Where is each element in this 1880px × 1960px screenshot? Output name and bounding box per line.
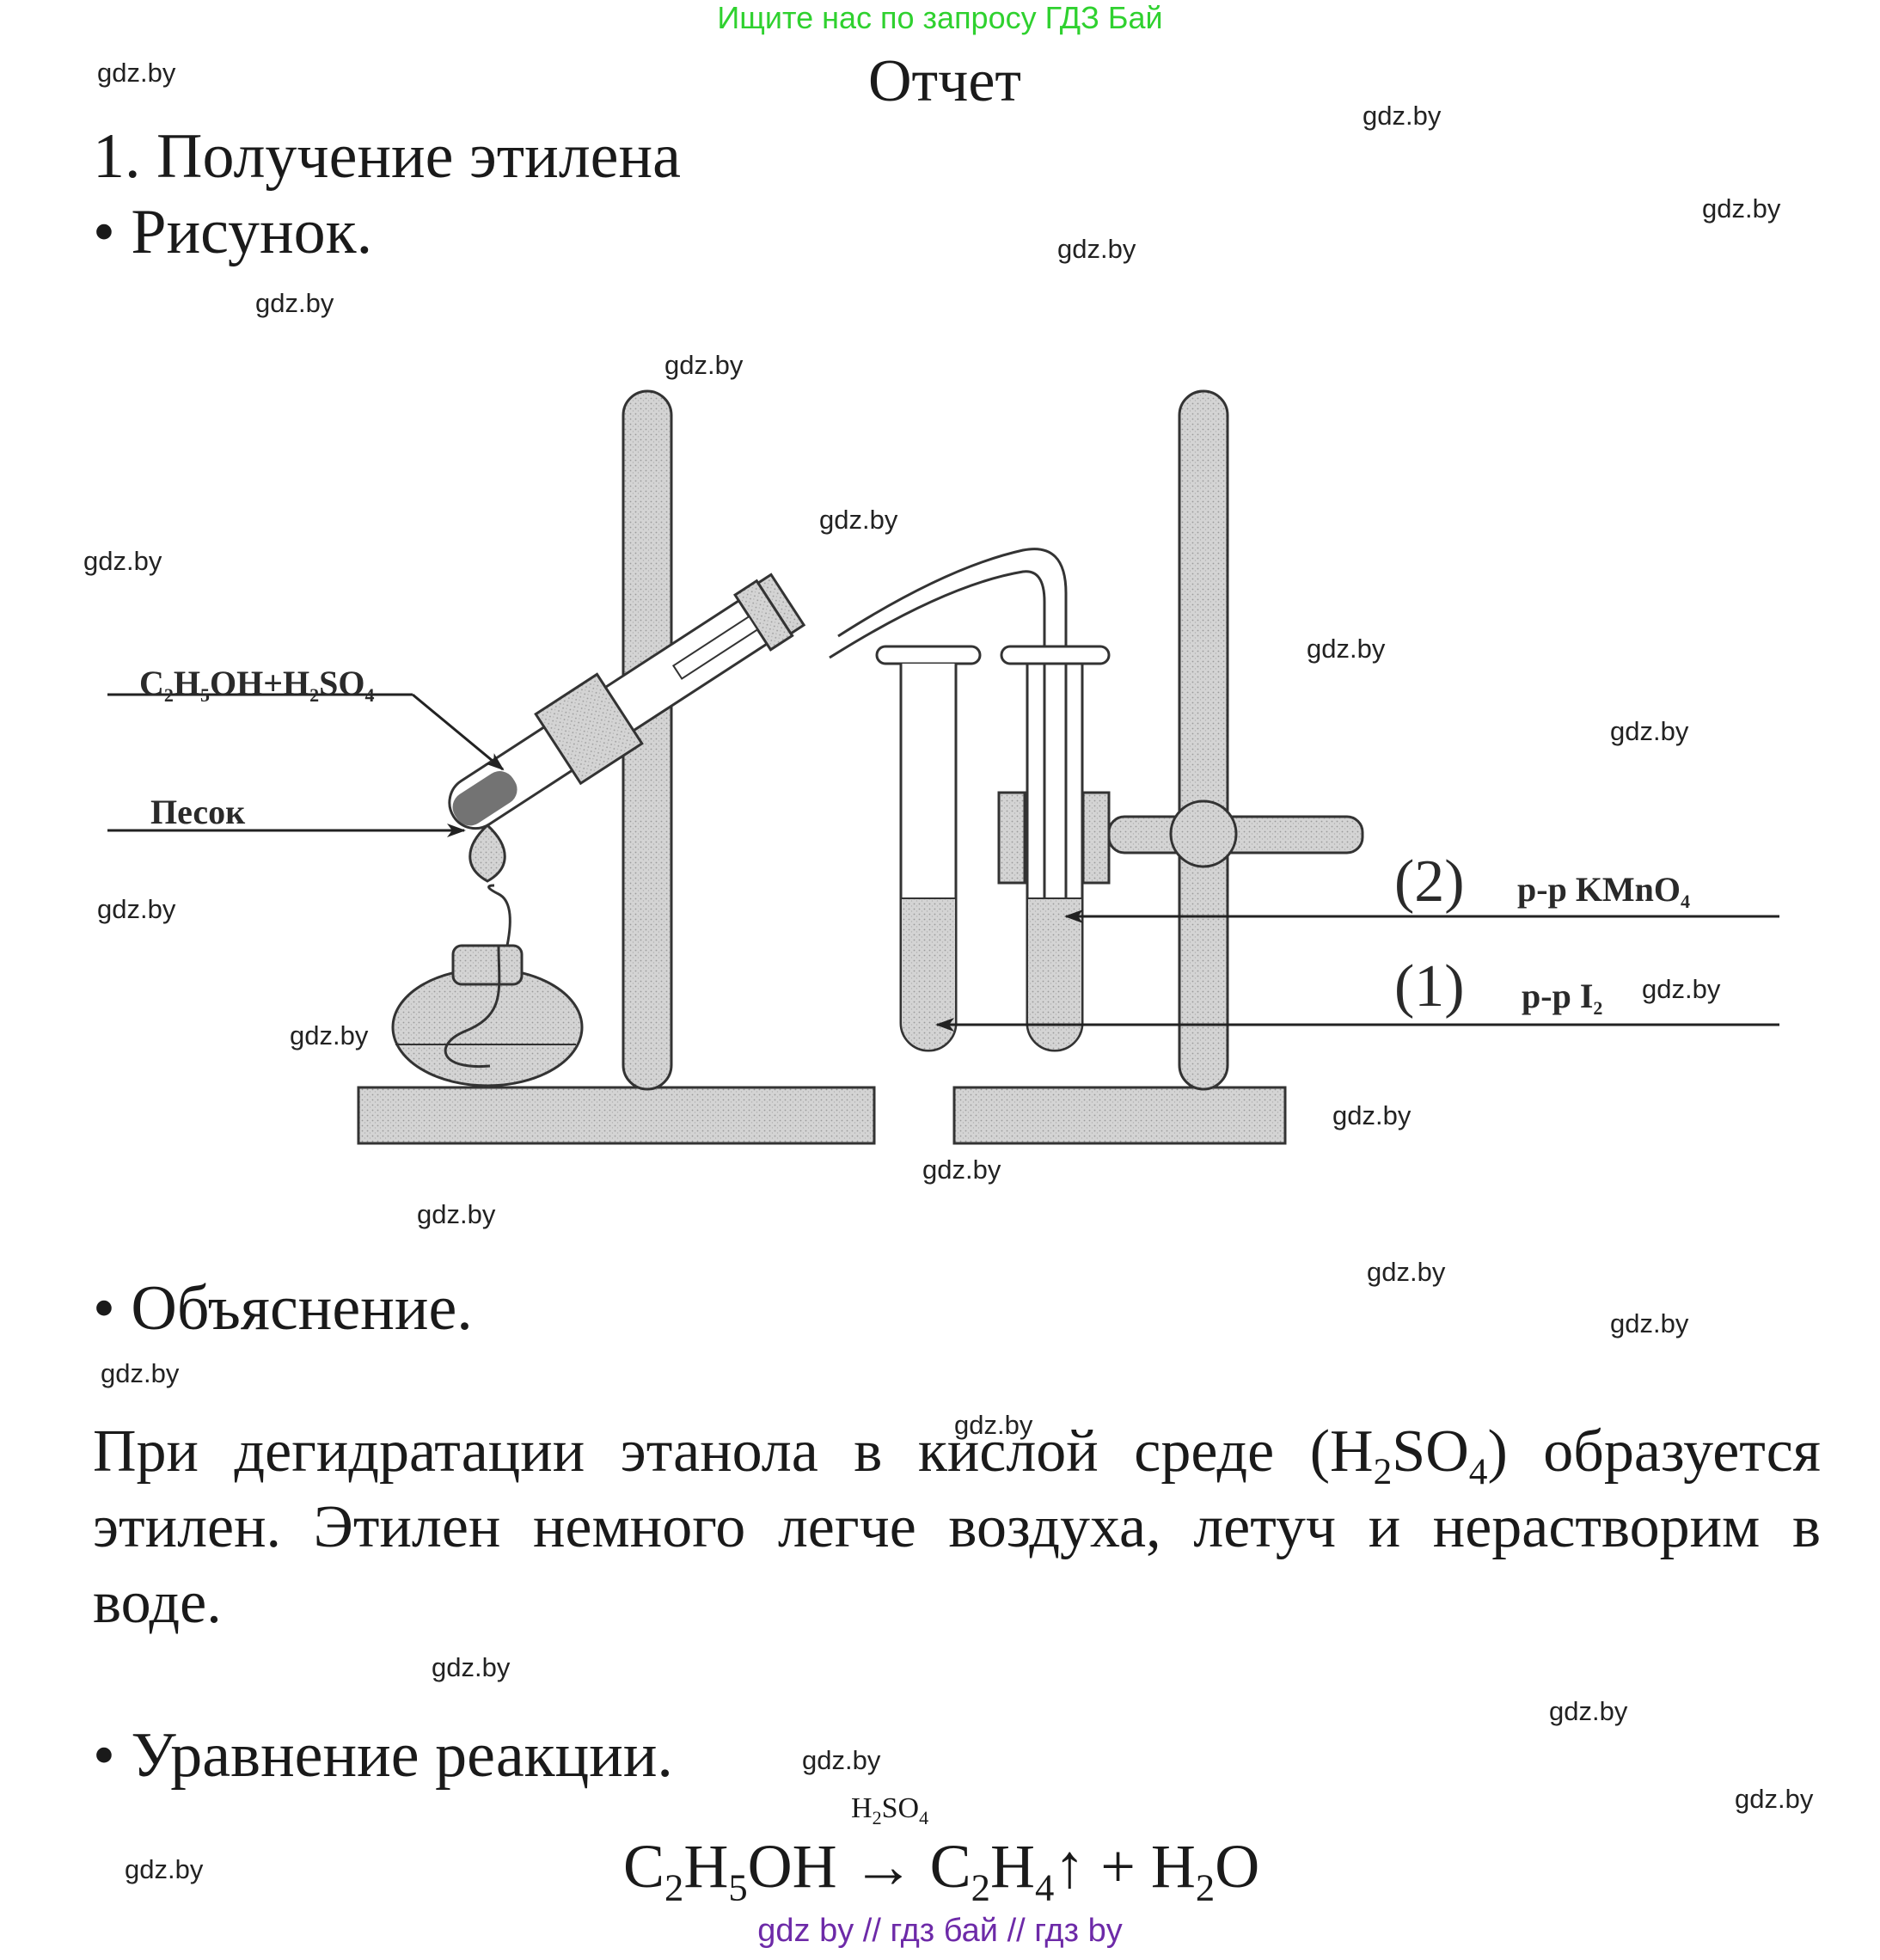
bullet-explanation: • Объяснение. [93,1273,473,1344]
report-title: Отчет [868,48,1022,114]
watermark: gdz.by [432,1652,511,1682]
watermark: gdz.by [1735,1784,1814,1814]
watermark: gdz.by [954,1410,1033,1440]
watermark: gdz.by [802,1745,881,1775]
right-stand-rod [1178,389,1229,1091]
tube1-solution-label: р-р I2 [1522,977,1602,1019]
watermark: gdz.by [417,1199,496,1229]
reaction-equation: C2H5OH → C2H4↑ + H2O [623,1832,1260,1909]
tube1-number: (1) [1394,953,1465,1020]
tube2-number: (2) [1394,848,1465,915]
watermark: gdz.by [1549,1696,1628,1726]
watermark: gdz.by [125,1854,204,1884]
explanation-paragraph: При дегидратации этанола в кислой среде … [93,1418,1821,1636]
watermark: gdz.by [1642,974,1721,1004]
bullet-equation: • Уравнение реакции. [93,1720,673,1791]
watermark: gdz.by [1610,1308,1689,1338]
test-tube-iodine [875,645,982,1052]
watermark: gdz.by [819,505,898,535]
equation-catalyst: H2SO4 [851,1792,929,1828]
watermark: gdz.by [255,288,334,318]
reagents-label: C2H5OH+H2SO4 [139,664,375,706]
watermark: gdz.by [97,894,176,924]
watermark: gdz.by [97,58,176,88]
watermark: gdz.by [1307,634,1386,664]
watermark: gdz.by [1610,716,1689,746]
watermark: gdz.by [664,350,744,380]
tube2-solution-label: р-р KMnO4 [1517,870,1690,912]
watermark: gdz.by [83,546,162,576]
right-stand-base [952,1086,1287,1145]
test-tube-permanganate [997,645,1111,1052]
reaction-test-tube [448,573,806,830]
watermark: gdz.by [1367,1257,1446,1287]
left-stand-base [357,1086,876,1145]
watermark: gdz.by [101,1358,180,1388]
watermark: gdz.by [1702,193,1781,224]
watermark: gdz.by [1057,234,1136,264]
spirit-lamp [391,823,584,1087]
watermark: gdz.by [922,1155,1001,1185]
watermark: gdz.by [1363,101,1442,131]
section-title: 1. Получение этилена [93,121,681,192]
promo-banner[interactable]: Ищите нас по запросу ГДЗ Бай [717,0,1163,35]
ethylene-apparatus-illustration: C2H5OH+H2SO4 Песок (2) р-р KMnO4 (1) р-р… [107,389,1779,1145]
bullet-figure: • Рисунок. [93,197,373,267]
watermark: gdz.by [1332,1100,1412,1130]
clamp-boss [1169,799,1238,868]
footer-links[interactable]: gdz by // гдз бай // гдз by [757,1913,1123,1949]
watermark: gdz.by [290,1020,369,1050]
sand-label: Песок [150,793,245,831]
reagents-arrow [412,693,505,771]
